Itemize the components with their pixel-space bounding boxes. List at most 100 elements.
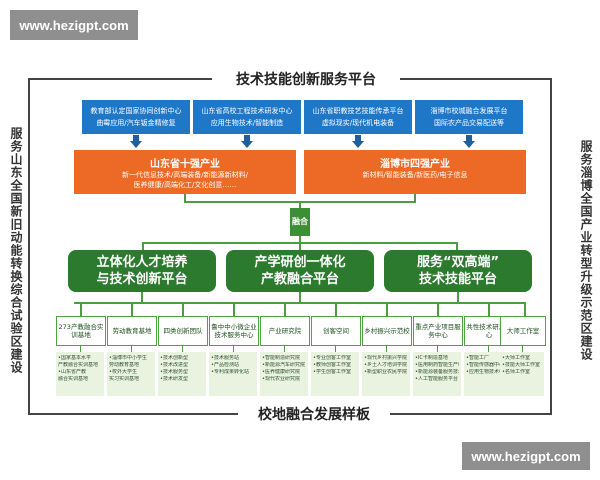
down-arrow-icon [352, 135, 364, 148]
detail-item: •大师工作室 [502, 355, 530, 361]
detail-item: •现代乡村振兴学院 [364, 355, 407, 361]
connector-line [131, 302, 133, 316]
connector-line [437, 302, 439, 316]
connector-line [182, 346, 183, 352]
detail-item: •智能工厂 [466, 355, 489, 361]
connector-line [335, 346, 336, 352]
frame-top-left [28, 78, 212, 80]
blue-box-line2: 应用生物技术/智能制造 [210, 119, 284, 127]
detail-item: •技术研发型 [160, 376, 188, 382]
detail-list-4: •技术服务站 •产品检测站 •专利成果转化站 [209, 352, 257, 396]
detail-item: •专业创客工作室 [313, 355, 351, 361]
connector-line [414, 194, 416, 202]
detail-item: •乡土人才培训学院 [364, 362, 407, 368]
connector-line [182, 302, 184, 316]
detail-item: •新型职业农民学院 [364, 369, 407, 375]
blue-box-line2: 虚拟现实/现代机电装备 [321, 119, 395, 127]
platform-line2: 产教融合平台 [260, 272, 339, 287]
green-box-10: 大师工作室 [500, 316, 546, 346]
connector-line [386, 346, 387, 352]
platform-double-high-end: 服务“双高端” 技术技能平台 [384, 250, 532, 292]
green-box-6: 创客空间 [311, 316, 361, 346]
frame-top-right [400, 78, 550, 80]
detail-item: •新能源汽车研究院 [262, 362, 305, 368]
connector-line [80, 346, 81, 352]
connector-line [74, 302, 526, 304]
connector-line [184, 194, 186, 202]
detail-item: •专利成果转化站 [211, 369, 249, 375]
blue-box-line1: 山东省职教技艺技能传承平台 [312, 107, 404, 115]
connector-line [335, 302, 337, 316]
blue-box-2: 山东省高校工程技术研发中心 应用生物技术/智能制造 [193, 100, 301, 134]
platform-line1: 服务“双高端” [416, 255, 500, 270]
detail-item: 劳动教育基地 [109, 362, 140, 368]
detail-list-7: •现代乡村振兴学院 •乡土人才培训学院 •新型职业农民学院 [362, 352, 410, 396]
connector-line [488, 302, 490, 316]
connector-line [284, 346, 285, 352]
connector-line [142, 242, 144, 250]
green-box-5: 产业研究院 [260, 316, 310, 346]
detail-item: •技能大师工作室 [502, 362, 540, 368]
green-box-3: 四类创新团队 [158, 316, 208, 346]
connector-line [437, 346, 438, 352]
frame-bottom-right [390, 413, 552, 415]
detail-item: •新能源装备服务技术 [415, 369, 459, 375]
top-title: 技术技能创新服务平台 [236, 72, 376, 88]
down-arrow-icon [463, 135, 475, 148]
green-box-4: 鲁中中小微企业技术服务中心 [209, 316, 259, 346]
detail-item: •人工智能服务平台 [415, 376, 458, 382]
green-box-8: 重点产业项目服务中心 [413, 316, 463, 346]
connector-line [456, 242, 458, 250]
down-arrow-icon [241, 135, 253, 148]
detail-item: •学生创客工作室 [313, 369, 351, 375]
orange-box-line1: 新一代信息技术/高端装备/新能源新材料/ [121, 171, 249, 179]
detail-item: •技术服务型 [160, 369, 188, 375]
detail-item: 产教融合实训基地 [58, 362, 99, 368]
bottom-title: 校地融合发展样板 [258, 407, 370, 423]
blue-box-line2: 曲霉应用/汽车钣金精修复 [96, 119, 176, 127]
detail-item: •山东省产教 [58, 369, 86, 375]
connector-line [299, 292, 301, 302]
left-vertical-label: 服务山东全国新旧动能转换综合试验区建设 [9, 126, 23, 374]
connector-line [488, 346, 489, 352]
platform-line1: 立体化人才培养 [96, 255, 188, 270]
detail-list-3: •技术创新型 •技术改进型 •技术服务型 •技术研发型 [158, 352, 206, 396]
detail-item: 融合实训基地 [58, 376, 89, 382]
detail-list-2: •淄博市中小学生 劳动教育基地 •校外大学生 实习实训基地 [107, 352, 155, 396]
connector-line [386, 302, 388, 316]
detail-list-5: •智能制造研究院 •新能源汽车研究院 •医养健康研究院 •现代农业研究院 [260, 352, 308, 396]
green-box-1: 273产教融合实训基地 [56, 316, 106, 346]
green-box-7: 乡村振兴示范校 [362, 316, 412, 346]
detail-item: •技术改进型 [160, 362, 188, 368]
frame-left [28, 78, 30, 413]
blue-box-3: 山东省职教技艺技能传承平台 虚拟现实/现代机电装备 [304, 100, 412, 134]
detail-list-10: •大师工作室 •技能大师工作室 •名师工作室 [500, 352, 544, 396]
blue-box-4: 淄博市校城融合发展平台 国际农产品交易配送等 [415, 100, 523, 134]
detail-item: •智能制造研究院 [262, 355, 300, 361]
platform-talent-innovation: 立体化人才培养 与技术创新平台 [68, 250, 216, 292]
detail-list-1: •国家基本水平 产教融合实训基地 •山东省产教 融合实训基地 [56, 352, 104, 396]
connector-line [299, 201, 301, 209]
connector-line [233, 346, 234, 352]
orange-box-line2: 医养健康/高端化工/文化创意…… [133, 181, 237, 189]
blue-box-line2: 国际农产品交易配送等 [434, 119, 504, 127]
connector-line [299, 242, 301, 250]
orange-box-shandong: 山东省十强产业 新一代信息技术/高端装备/新能源新材料/ 医养健康/高端化工/文… [74, 150, 296, 194]
platform-industry-education: 产学研创一体化 产教融合平台 [226, 250, 374, 292]
down-arrow-icon [130, 135, 142, 148]
detail-item: •医养健康研究院 [262, 369, 300, 375]
platform-line1: 产学研创一体化 [254, 255, 346, 270]
detail-list-6: •专业创客工作室 •教师创客工作室 •学生创客工作室 [311, 352, 359, 396]
detail-list-8: •IC卡制造基地 •医用制药智能生产线 •新能源装备服务技术 •人工智能服务平台 [413, 352, 461, 396]
detail-item: •应用生物技术中心 [466, 369, 509, 375]
detail-item: •现代农业研究院 [262, 376, 300, 382]
orange-box-title: 山东省十强产业 [150, 159, 220, 170]
connector-line [141, 292, 143, 302]
connector-line [522, 346, 523, 352]
frame-right [550, 78, 552, 413]
detail-item: •国家基本水平 [58, 355, 91, 361]
detail-item: •名师工作室 [502, 369, 530, 375]
orange-box-line1: 新材料/智能装备/新医药/电子信息 [362, 171, 468, 179]
blue-box-line1: 淄博市校城融合发展平台 [430, 107, 508, 115]
detail-item: •医用制药智能生产线 [415, 362, 459, 368]
